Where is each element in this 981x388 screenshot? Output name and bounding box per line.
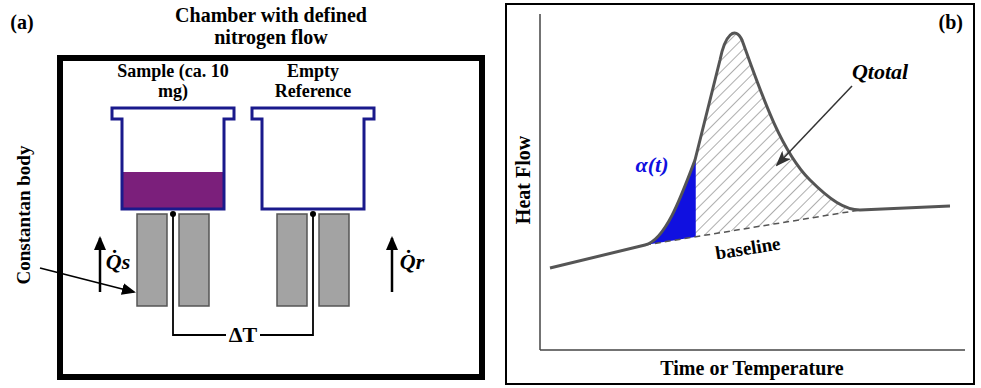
node-heading: Empty Reference xyxy=(250,62,376,102)
crucible-shape xyxy=(250,106,376,212)
part-label: Constantan body xyxy=(14,146,35,285)
area-label: α(t) xyxy=(636,153,669,177)
reference-crucible: Empty Reference xyxy=(250,62,376,212)
heat-flow-curve xyxy=(550,33,950,268)
node-heading: (b) xyxy=(939,11,963,33)
thermocouple-dot xyxy=(310,211,316,217)
holder-block xyxy=(277,214,307,306)
axis-label: Time or Temperature xyxy=(660,357,843,379)
node-heading: Chamber with defined nitrogen flow xyxy=(151,4,391,48)
panel-letter: (a) xyxy=(10,11,33,33)
area-divider xyxy=(694,160,696,237)
leader-arrow xyxy=(777,86,852,165)
axis-label: Heat Flow xyxy=(512,136,534,224)
symbol-label: Q̇s xyxy=(106,250,130,274)
symbol-label: Q̇r xyxy=(400,250,424,274)
sample-crucible: Sample (ca. 10 mg) xyxy=(110,62,236,212)
holder-block xyxy=(319,214,349,306)
holder-block xyxy=(137,214,167,306)
chamber-box: Chamber with defined nitrogen flowSample… xyxy=(57,55,485,380)
sample-material xyxy=(123,172,223,209)
area-label: Qtotal xyxy=(852,60,908,84)
heat-flow-arrow xyxy=(391,238,394,292)
crucible-outline xyxy=(252,108,374,209)
curve-label: baseline xyxy=(714,234,782,265)
y-axis xyxy=(539,14,541,350)
crucible-outline xyxy=(112,108,234,209)
thermocouple-wire xyxy=(260,214,313,335)
x-axis xyxy=(540,349,965,351)
node-heading: Sample (ca. 10 mg) xyxy=(110,62,236,102)
crucible-shape xyxy=(110,106,236,212)
holder-block xyxy=(179,214,209,306)
thermocouple-wire xyxy=(173,214,226,335)
symbol-label: ΔT xyxy=(229,323,257,347)
thermocouple-dot xyxy=(170,211,176,217)
